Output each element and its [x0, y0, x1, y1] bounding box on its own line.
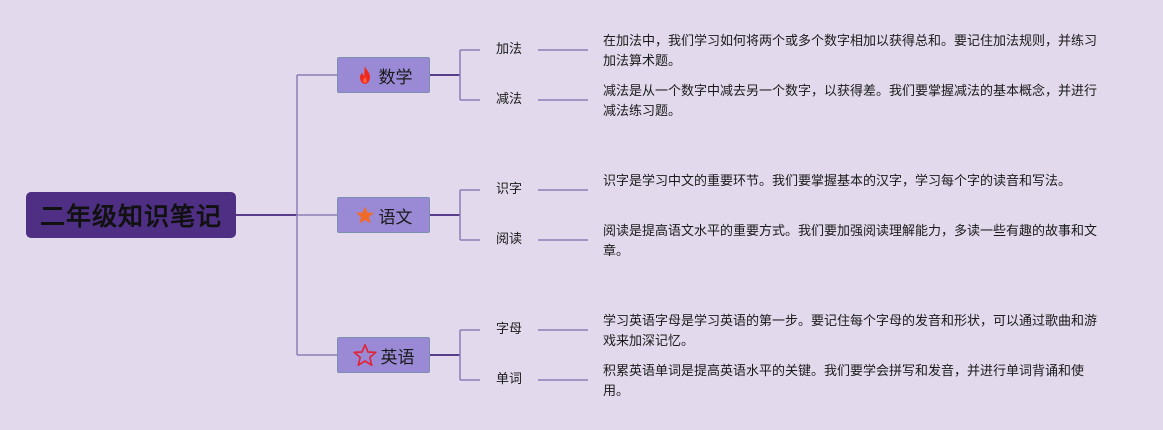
fire-icon: [355, 65, 375, 85]
topic-node[interactable]: 加法: [495, 42, 522, 57]
root-title: 二年级知识笔记: [39, 202, 222, 231]
topic-node[interactable]: 阅读: [495, 232, 522, 247]
topic-node[interactable]: 减法: [495, 92, 522, 107]
topic-node[interactable]: 识字: [495, 182, 522, 197]
topic-description[interactable]: 减法是从一个数字中减去另一个数字，以获得差。我们要掌握减法的基本概念，并进行减法…: [603, 84, 1098, 119]
topic-description[interactable]: 识字是学习中文的重要环节。我们要掌握基本的汉字，学习每个字的读音和写法。: [603, 174, 1072, 189]
subject-label: 英语: [380, 347, 415, 368]
subject-node-chinese[interactable]: 语文: [337, 197, 430, 233]
subject-node-math[interactable]: 数学: [337, 57, 430, 93]
star-filled-icon: [355, 205, 375, 225]
topic-description[interactable]: 积累英语单词是提高英语水平的关键。我们要学会拼写和发音，并进行单词背诵和使用。: [603, 364, 1085, 399]
subject-label: 数学: [378, 67, 413, 88]
topic-node[interactable]: 单词: [495, 372, 522, 387]
subject-node-english[interactable]: 英语: [337, 337, 430, 373]
topic-node[interactable]: 字母: [495, 322, 522, 337]
subject-label: 语文: [378, 207, 413, 228]
topic-description[interactable]: 学习英语字母是学习英语的第一步。要记住每个字母的发音和形状，可以通过歌曲和游戏来…: [603, 314, 1098, 349]
root-node[interactable]: 二年级知识笔记: [26, 192, 236, 238]
topic-description[interactable]: 在加法中，我们学习如何将两个或多个数字相加以获得总和。要记住加法规则，并练习加法…: [603, 34, 1098, 69]
topic-description[interactable]: 阅读是提高语文水平的重要方式。我们要加强阅读理解能力，多读一些有趣的故事和文章。: [603, 224, 1098, 259]
star-outline-icon: [352, 343, 377, 367]
